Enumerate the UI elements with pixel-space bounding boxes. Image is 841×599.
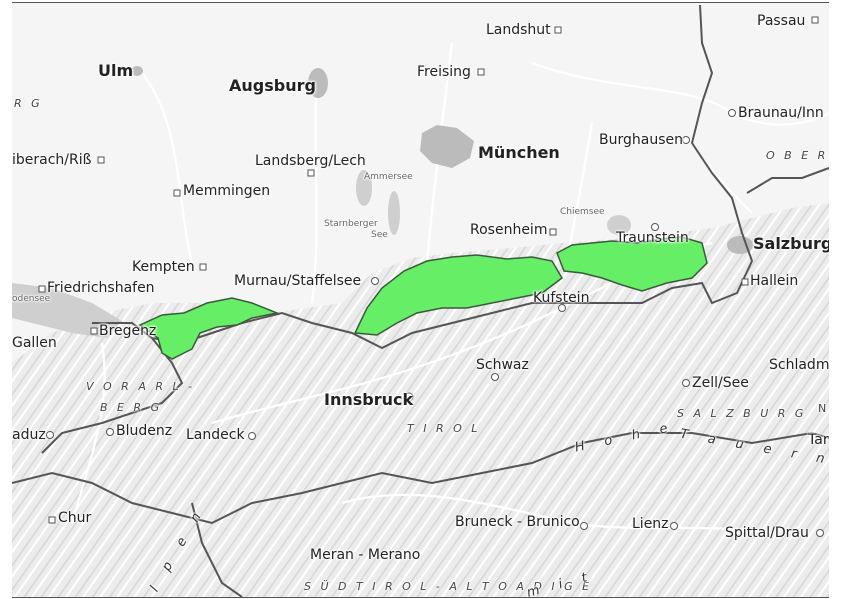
region-label-suedtirol: S Ü D T I R O L - A L T O A D I G E [304, 580, 593, 593]
city-label-landeck: Landeck [186, 427, 245, 443]
region-label-salzburg: S A L Z B U R G [677, 407, 807, 420]
city-label-spittal: Spittal/Drau [725, 525, 809, 541]
rivers [70, 42, 829, 535]
city-label-murnau: Murnau/Staffelsee [234, 273, 362, 289]
lakes [12, 170, 631, 338]
region-label-vorarlberg-1: V O R A R L - [86, 380, 196, 393]
city-label-salzburg: Salzburg [753, 234, 829, 253]
city-label-meran: Meran - Merano [310, 547, 421, 563]
lake-label-see: See [371, 230, 388, 240]
city-label-kempten: Kempten [132, 259, 195, 275]
city-markers [38, 16, 824, 537]
city-label-landshut: Landshut [486, 22, 551, 38]
lake-label-chiemsee: Chiemsee [560, 207, 605, 217]
city-label-bregenz: Bregenz [99, 323, 157, 339]
highlight-chiemgau[interactable] [556, 236, 708, 292]
highlighted-regions[interactable] [138, 236, 708, 360]
lake-label-bodensee: odensee [12, 294, 51, 304]
city-label-bludenz: Bludenz [116, 423, 173, 439]
city-label-tar: Tar [808, 432, 829, 448]
region-label-tirol: T I R O L [407, 422, 481, 435]
city-label-traunstein: Traunstein [616, 230, 689, 246]
city-label-hallein: Hallein [750, 273, 799, 289]
lake-label-ammersee: Ammersee [364, 172, 413, 182]
city-label-landsberg: Landsberg/Lech [255, 153, 366, 169]
city-label-biberach: iberach/Riß [12, 152, 92, 168]
city-label-schladming: Schladm [769, 357, 829, 373]
city-label-freising: Freising [417, 64, 471, 80]
region-label-n: N [818, 402, 829, 415]
city-label-schwaz: Schwaz [476, 357, 529, 373]
lake-label-starnberger: Starnberger [324, 219, 378, 229]
map-frame[interactable]: Landshut Passau Ulm Augsburg Freising Br… [12, 2, 829, 598]
city-label-augsburg: Augsburg [229, 76, 316, 95]
map-canvas [12, 3, 829, 597]
city-label-innsbruck: Innsbruck [324, 390, 414, 409]
region-label-oberoesterreich: O B E R Ö [766, 149, 829, 162]
alpine-terrain [12, 203, 829, 597]
region-label-vorarlberg-2: B E R G [100, 401, 163, 414]
city-label-zellsee: Zell/See [692, 375, 749, 391]
city-label-rosenheim: Rosenheim [470, 222, 548, 238]
city-label-gallen: Gallen [12, 335, 57, 351]
city-label-vaduz: aduz [12, 427, 46, 443]
city-label-muenchen: München [478, 143, 560, 162]
city-label-kufstein: Kufstein [533, 290, 590, 306]
city-areas [131, 66, 753, 254]
highlight-bavarian-prealps[interactable] [353, 254, 563, 336]
city-label-passau: Passau [757, 13, 806, 29]
city-label-ulm: Ulm [98, 61, 134, 80]
city-label-friedrichshafen: Friedrichshafen [47, 280, 155, 296]
region-label-bayern: R G [14, 97, 43, 110]
city-label-burghausen: Burghausen [599, 132, 683, 148]
city-label-chur: Chur [58, 510, 92, 526]
city-label-lienz: Lienz [632, 516, 669, 532]
city-label-braunau: Braunau/Inn [738, 105, 824, 121]
highlight-allgaeu[interactable] [138, 297, 280, 360]
city-label-memmingen: Memmingen [183, 183, 271, 199]
city-label-bruneck: Bruneck - Brunico [455, 514, 580, 530]
